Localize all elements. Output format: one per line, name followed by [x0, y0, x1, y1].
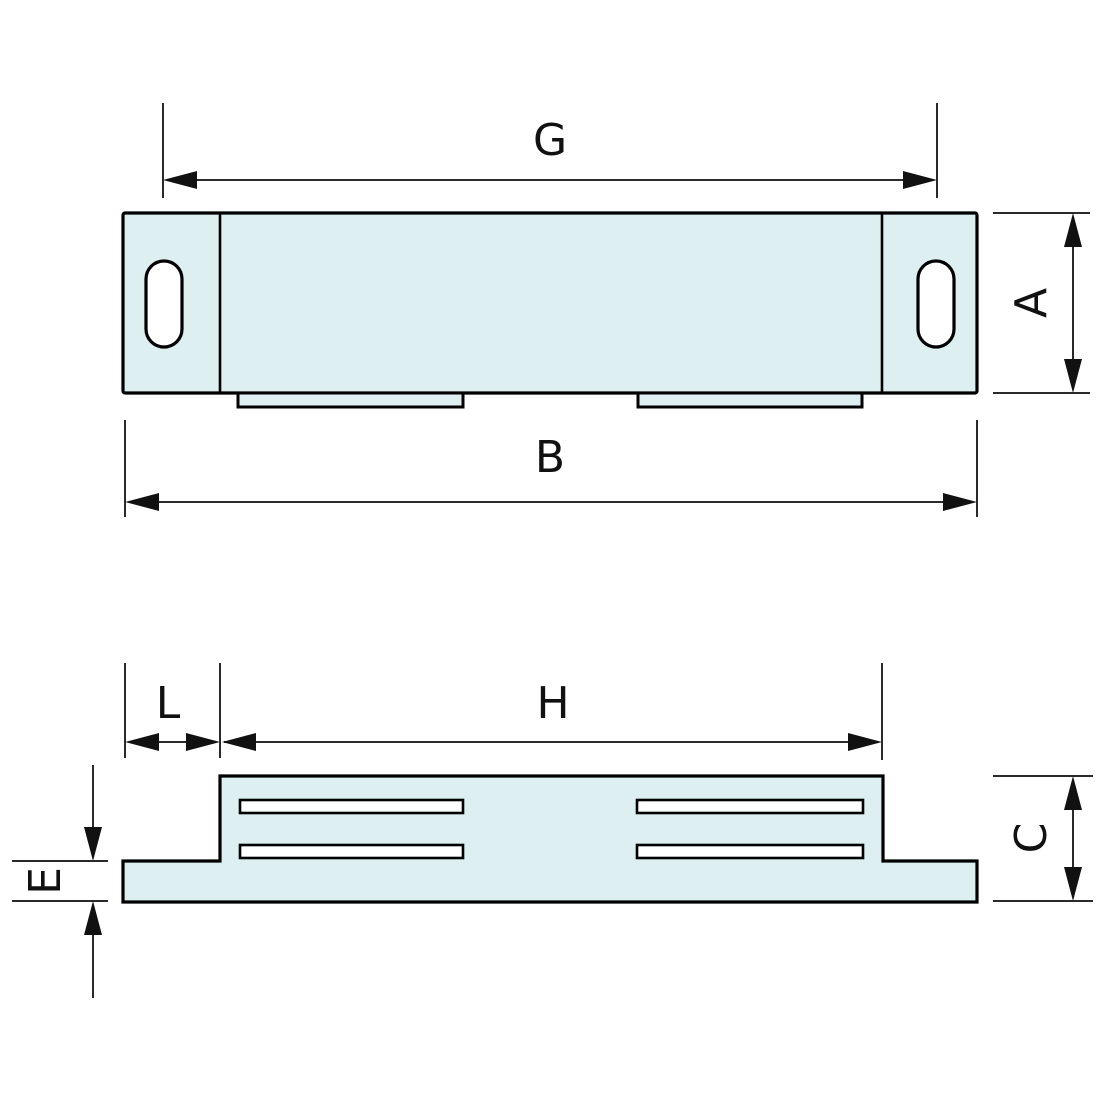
- dimension-h: [222, 663, 883, 760]
- dim-a-arrow-down: [1064, 359, 1082, 393]
- dim-e-label: E: [20, 867, 71, 895]
- dim-g-arrow-left: [163, 171, 197, 189]
- slot-lower-left: [238, 843, 465, 860]
- dim-e-arrow-down: [84, 827, 102, 861]
- dim-h-arrow-right: [848, 733, 882, 751]
- dim-c-arrow-down: [1064, 867, 1082, 901]
- dim-h-label: H: [536, 678, 569, 729]
- dim-b-arrow-left: [125, 493, 159, 511]
- dim-c-label: C: [1006, 823, 1057, 854]
- dim-g-label: G: [533, 115, 567, 166]
- dim-c-arrow-up: [1064, 776, 1082, 810]
- dim-l-arrow-left: [125, 733, 159, 751]
- dimension-b: [124, 420, 978, 517]
- dimension-g: [162, 103, 938, 198]
- dimension-a: [993, 212, 1090, 394]
- tab-right: [636, 391, 864, 409]
- dimension-e: [12, 765, 108, 998]
- slot-lower-right: [635, 843, 865, 860]
- dim-l-label: L: [156, 678, 181, 729]
- dimension-l: [124, 663, 221, 758]
- dim-a-arrow-up: [1064, 213, 1082, 247]
- mounting-slot-right: [916, 259, 956, 349]
- dim-l-arrow-right: [186, 733, 220, 751]
- dimension-c: [993, 775, 1093, 902]
- dim-b-label: B: [535, 432, 565, 483]
- top-view-body: [121, 211, 979, 395]
- dim-h-arrow-left: [222, 733, 256, 751]
- side-view: [121, 774, 979, 904]
- mounting-slot-left: [144, 259, 184, 349]
- dim-g-arrow-right: [903, 171, 937, 189]
- dim-e-arrow-up: [84, 901, 102, 935]
- tab-left: [236, 391, 465, 409]
- dim-a-label: A: [1006, 288, 1057, 318]
- dim-b-arrow-right: [943, 493, 977, 511]
- top-view: [121, 211, 979, 409]
- slot-upper-left: [238, 798, 465, 815]
- slot-upper-right: [635, 798, 865, 815]
- side-view-profile: [121, 774, 979, 904]
